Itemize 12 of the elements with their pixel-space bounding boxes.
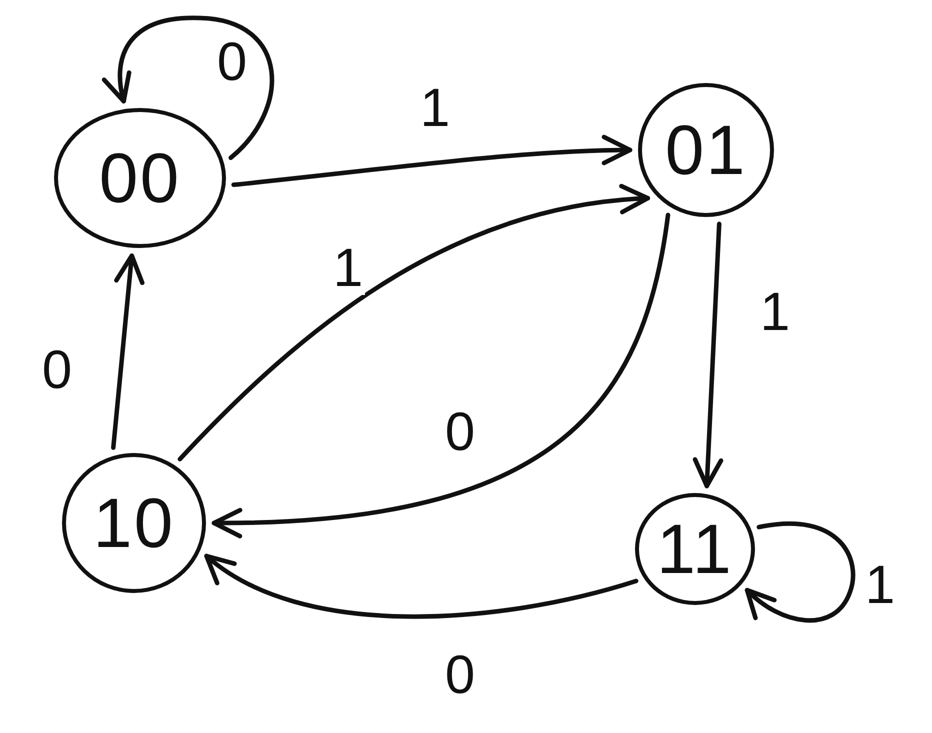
transition-arrow <box>212 212 670 538</box>
transition-arrow <box>111 253 144 450</box>
transition-arrow <box>231 135 632 188</box>
transition-arrow <box>178 185 650 462</box>
state-label: 11 <box>656 514 734 584</box>
state-label: 00 <box>99 143 181 213</box>
self-loop-arrow <box>744 522 856 623</box>
state-label: 10 <box>93 488 175 558</box>
transition-arrow <box>204 554 638 619</box>
state-label: 01 <box>665 115 747 185</box>
transition-arrow <box>692 222 724 488</box>
self-loop-arrow <box>102 16 274 160</box>
